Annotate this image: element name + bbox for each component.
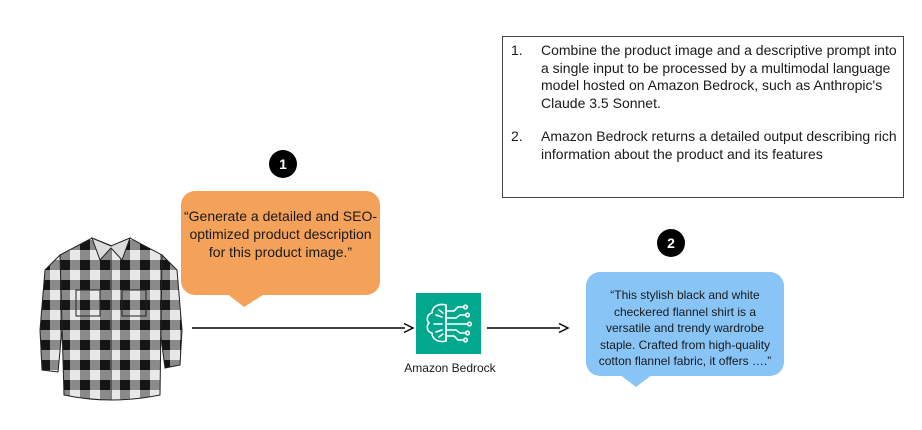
output-text: “This stylish black and white checkered … xyxy=(598,288,772,368)
step-badge-1: 1 xyxy=(269,150,297,178)
steps-notes-box: 1. Combine the product image and a descr… xyxy=(502,36,904,198)
arrow-shirt-to-bedrock xyxy=(192,322,415,334)
step-badge-2: 2 xyxy=(657,229,685,257)
step-number: 2. xyxy=(511,128,523,144)
prompt-text: “Generate a detailed and SEO-optimized p… xyxy=(183,208,377,260)
plaid-shirt-image xyxy=(39,237,183,401)
step-text: Combine the product image and a descript… xyxy=(541,42,897,111)
step-number: 1. xyxy=(511,42,523,58)
arrow-bedrock-to-output xyxy=(487,322,570,334)
step-item-1: 1. Combine the product image and a descr… xyxy=(511,42,905,112)
step-text: Amazon Bedrock returns a detailed output… xyxy=(541,128,897,162)
bedrock-label: Amazon Bedrock xyxy=(404,361,496,375)
output-bubble-tail xyxy=(619,374,653,387)
prompt-bubble-tail xyxy=(226,293,266,307)
prompt-speech-bubble: “Generate a detailed and SEO-optimized p… xyxy=(181,191,380,295)
output-speech-bubble: “This stylish black and white checkered … xyxy=(586,272,784,376)
brain-circuit-icon xyxy=(416,293,481,354)
step-item-2: 2. Amazon Bedrock returns a detailed out… xyxy=(511,128,905,168)
